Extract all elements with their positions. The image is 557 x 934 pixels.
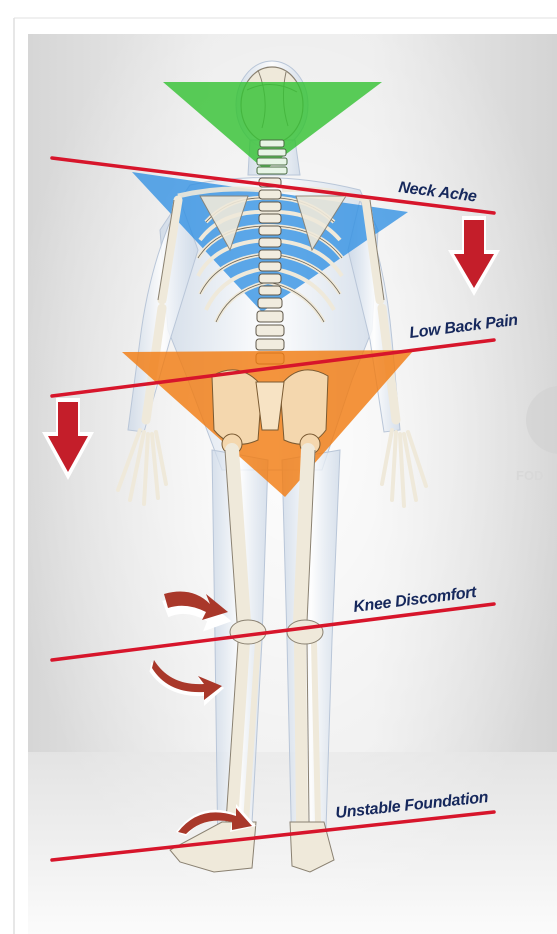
spine <box>256 178 284 364</box>
svg-text:FOD: FOD <box>516 468 543 483</box>
